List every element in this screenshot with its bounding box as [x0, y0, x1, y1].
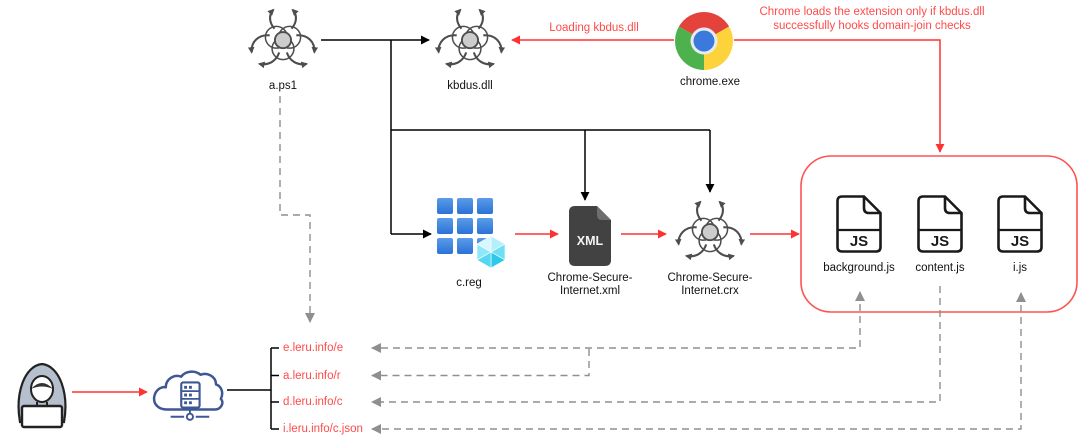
- url-i-leru-info-json: i.leru.info/c.json: [283, 423, 363, 435]
- annotation-loading-kbdus: Loading kbdus.dll: [549, 22, 639, 34]
- js-file-icon: [997, 195, 1043, 253]
- node-label-content-js: content.js: [915, 262, 965, 274]
- bracket-urls: [270, 347, 279, 430]
- node-label-kbdus: kbdus.dll: [447, 80, 493, 92]
- node-label-creg: c.reg: [456, 277, 482, 289]
- annotation-condition-line1: Chrome loads the extension only if kbdus…: [759, 6, 985, 18]
- annotation-condition-line2: successfully hooks domain-join checks: [773, 20, 971, 32]
- js-file-icon: [836, 195, 882, 253]
- node-label-aps1: a.ps1: [268, 80, 298, 92]
- node-label-background-js: background.js: [823, 262, 895, 274]
- dashed-backgroundjs-to-url-e: [371, 291, 865, 353]
- dashed-branch-to-url-a: [371, 349, 590, 381]
- hacker-icon: [10, 358, 74, 430]
- node-label-crx: Chrome-Secure-Internet.crx: [667, 272, 753, 297]
- node-label-chrome: chrome.exe: [679, 76, 741, 88]
- arrow-chrome-to-extension-box: [734, 39, 945, 153]
- malware-icon: [672, 195, 748, 273]
- annotation-extension-condition: Chrome loads the extension only if kbdus…: [759, 5, 984, 33]
- node-label-xml: Chrome-Secure-Internet.xml: [547, 272, 633, 297]
- dashed-contentjs-to-url-d: [371, 286, 941, 407]
- url-e-leru-info: e.leru.info/e: [283, 342, 344, 354]
- url-a-leru-info: a.leru.info/r: [283, 369, 341, 382]
- malware-icon: [245, 3, 321, 81]
- dashed-ijs-to-url-cjson: [371, 292, 1026, 434]
- node-label-i-js: i.js: [1012, 262, 1028, 274]
- malware-icon: [432, 3, 508, 81]
- registry-icon: [435, 196, 515, 274]
- url-d-leru-info: d.leru.info/c: [283, 396, 343, 408]
- cloud-server-icon: [149, 368, 227, 424]
- xml-file-icon: XML: [568, 205, 612, 267]
- xml-badge-text: XML: [577, 234, 604, 248]
- dashed-aps1-to-urls: [279, 96, 315, 323]
- chrome-icon: [674, 11, 734, 71]
- js-file-icon: [917, 195, 963, 253]
